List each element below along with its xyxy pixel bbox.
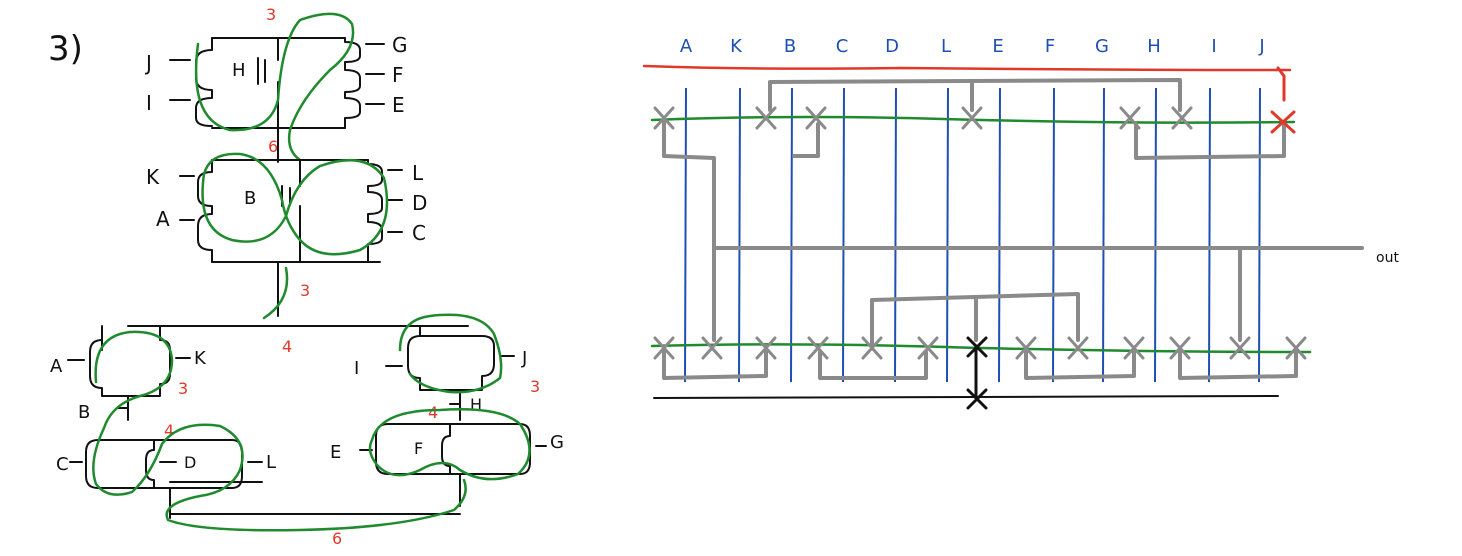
diffusion-column-9	[1102, 87, 1105, 383]
block3-right-input-4: E	[330, 442, 341, 463]
output-label: out	[1376, 250, 1399, 266]
block3-left-input-2: K	[194, 348, 207, 369]
top-transistor-mark-5	[1119, 106, 1141, 130]
block2-width: 3	[300, 281, 310, 300]
bottom-transistor-mark-11	[1229, 336, 1251, 360]
top-transistor-mark-1	[653, 106, 675, 130]
block1-input-left-1: J	[144, 51, 152, 75]
diffusion-column-10	[1154, 87, 1157, 383]
block3-left-width-2: 4	[164, 421, 174, 440]
block3-node-width: 4	[282, 337, 292, 356]
column-label-b: B	[784, 36, 796, 57]
block3-right-width-2: 4	[428, 403, 438, 422]
block3-left-input-4: C	[56, 454, 69, 475]
bottom-transistor-mark-8	[1067, 336, 1089, 360]
bottom-transistor-mark-4	[807, 336, 829, 360]
block3-right-input-6: G	[550, 432, 564, 453]
problem-number: 3)	[48, 29, 83, 69]
block1-input-middle: H	[232, 60, 246, 81]
diffusion-column-11	[1208, 87, 1211, 383]
block3-euler-loop-left	[92, 330, 467, 532]
block3-right-input-5: F	[414, 439, 423, 458]
block2-input-left-2: A	[156, 207, 170, 231]
block1-euler-loop	[194, 12, 355, 162]
block1-width-top: 3	[266, 5, 276, 24]
column-label-f: F	[1045, 36, 1055, 57]
block3-left-input-5: D	[184, 453, 196, 472]
diffusion-column-4	[842, 87, 845, 383]
bottom-transistor-mark-6	[917, 336, 939, 360]
bottom-transistor-mark-12	[1285, 336, 1307, 360]
bottom-transistor-mark-2	[701, 336, 723, 360]
block3-left-input-3: B	[78, 402, 90, 423]
bottom-transistor-mark-5	[861, 336, 883, 360]
bottom-transistor-mark-7	[1015, 336, 1037, 360]
block2-input-middle: B	[244, 188, 256, 209]
diffusion-column-2	[738, 87, 741, 383]
top-transistor-mark-3	[805, 106, 827, 130]
block3-schematic	[67, 325, 547, 519]
block3-left-input-6: L	[266, 452, 276, 473]
bottom-transistor-mark-1	[653, 336, 675, 360]
top-transistor-mark-4	[961, 106, 983, 130]
column-label-d: D	[885, 36, 899, 57]
column-label-i: I	[1211, 36, 1216, 57]
block2-input-right-3: C	[412, 221, 426, 245]
block1-input-right-2: F	[392, 63, 404, 87]
block1-width-bottom: 6	[268, 137, 278, 156]
block3-left-input-1: A	[50, 356, 63, 377]
block3-left-width-1: 3	[178, 379, 188, 398]
block2-input-right-1: L	[412, 161, 424, 185]
column-label-k: K	[730, 36, 743, 57]
diffusion-column-8	[1052, 87, 1055, 383]
diffusion-column-3	[790, 87, 793, 383]
column-label-j: J	[1258, 36, 1264, 57]
diffusion-column-12	[1258, 87, 1261, 383]
column-label-c: C	[836, 36, 849, 57]
top-transistor-mark-6	[1171, 106, 1193, 130]
bottom-transistor-mark-9	[1123, 336, 1145, 360]
block2-schematic	[179, 159, 403, 317]
block3-right-input-2: J	[521, 348, 527, 369]
diffusion-column-6	[946, 87, 949, 383]
column-label-h: H	[1147, 36, 1161, 57]
block1-input-right-1: G	[392, 33, 408, 57]
block1-input-left-2: I	[146, 91, 152, 115]
diffusion-column-7	[998, 87, 1001, 383]
block2-input-right-2: D	[412, 191, 427, 215]
block3-right-input-1: I	[354, 358, 359, 379]
block3-euler-loop-right	[368, 313, 531, 481]
diffusion-column-1	[684, 87, 687, 383]
bottom-transistor-mark-10	[1169, 336, 1191, 360]
diffusion-column-5	[894, 87, 897, 383]
block3-bottom-width: 6	[332, 529, 342, 548]
block3-right-width-1: 3	[530, 377, 540, 396]
block2-input-left-1: K	[146, 165, 160, 189]
stick-diagram	[642, 64, 1364, 410]
column-label-a: A	[680, 36, 693, 57]
column-label-g: G	[1095, 36, 1109, 57]
block1-input-right-3: E	[392, 93, 405, 117]
column-label-l: L	[941, 36, 951, 57]
block2-euler-loop	[201, 152, 389, 320]
bottom-transistor-mark-3	[755, 336, 777, 360]
column-label-e: E	[992, 36, 1003, 57]
top-transistor-mark-2	[755, 106, 777, 130]
